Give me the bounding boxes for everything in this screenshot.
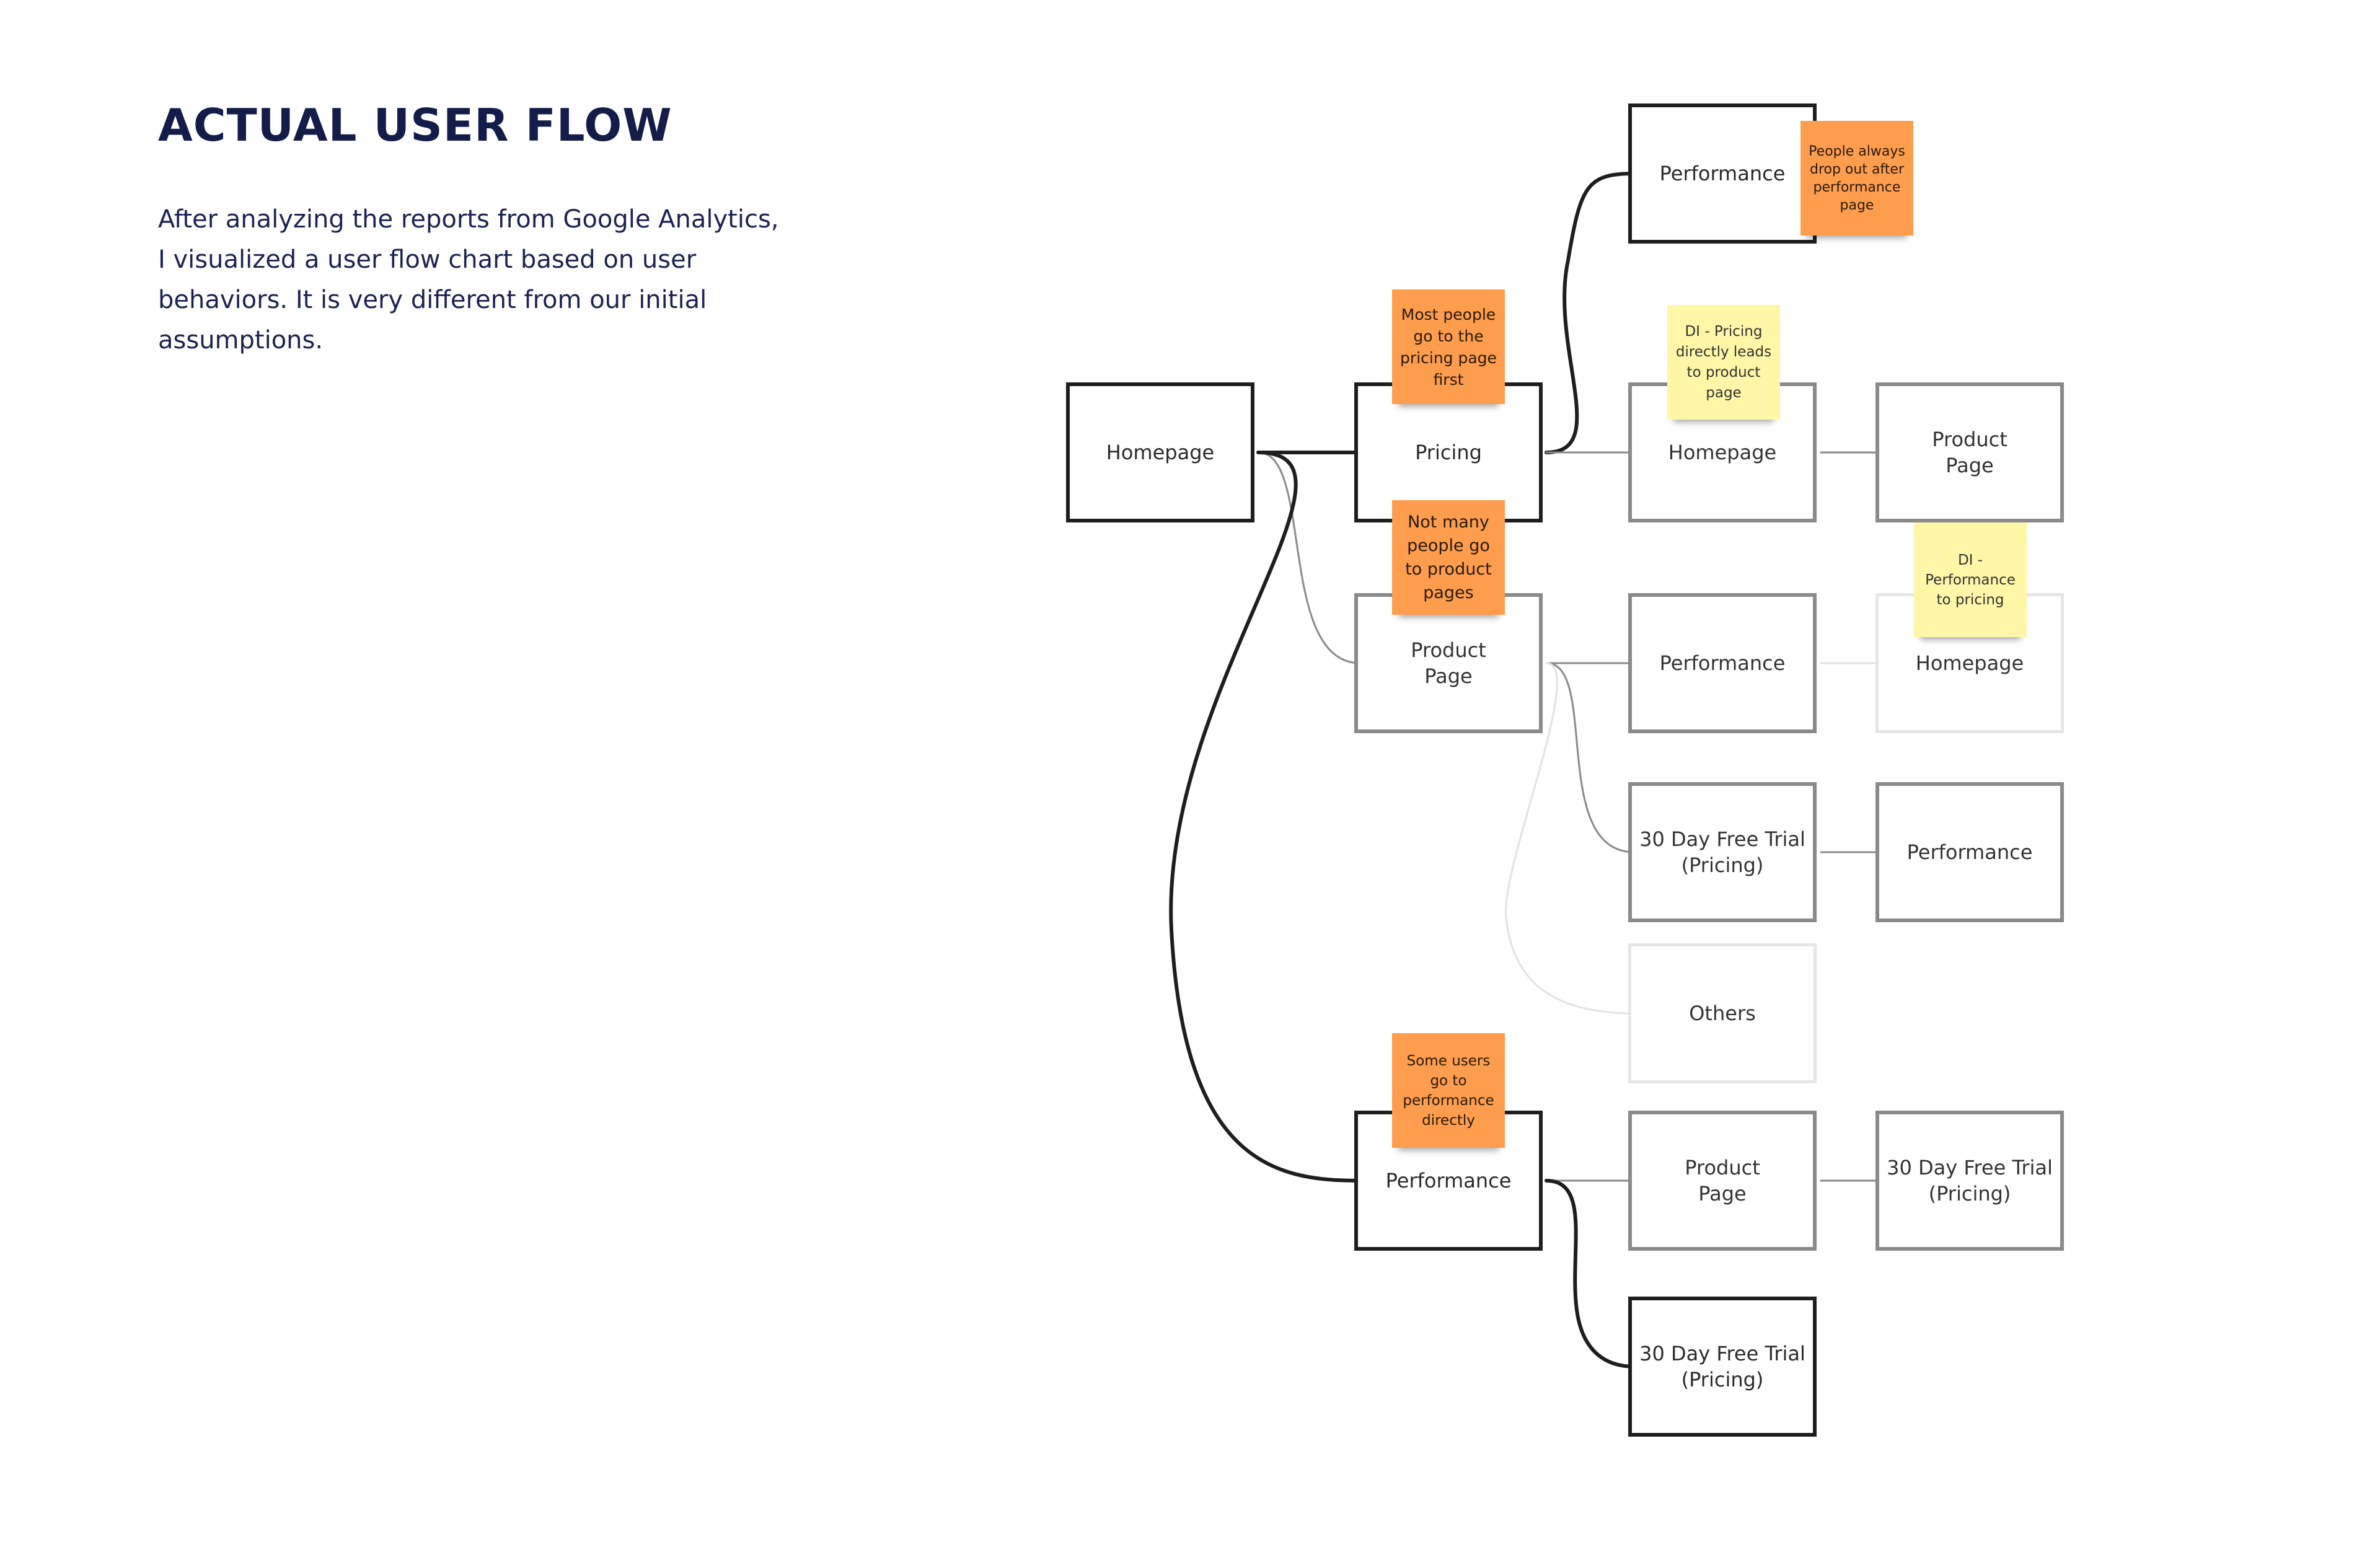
sticky-note-text: Most people go to the pricing page first (1400, 305, 1497, 389)
node-trial-from-product-page: 30 Day Free Trial (Pricing) (1875, 1111, 2064, 1251)
intro-line: behaviors. It is very different from our… (158, 286, 707, 314)
node-label: Product Page (1411, 638, 1486, 688)
sticky-note-few-product: Not many people go to product pages (1392, 500, 1505, 615)
node-others: Others (1628, 943, 1817, 1083)
node-label: Product Page (1685, 1156, 1760, 1205)
node-product-page-from-performance: Product Page (1628, 1111, 1817, 1251)
node-performance-from-product: Performance (1628, 593, 1817, 733)
sticky-note-performance-to-pricing: DI - Performance to pricing (1914, 522, 2027, 637)
sticky-note-pricing-first: Most people go to the pricing page first (1392, 289, 1505, 404)
node-label: Homepage (1915, 651, 2024, 675)
node-label: Performance (1659, 651, 1786, 675)
node-label: Pricing (1415, 441, 1482, 464)
sticky-note-performance-direct: Some users go to performance directly (1392, 1033, 1505, 1148)
node-label: Homepage (1668, 441, 1777, 464)
node-product-page-from-homepage: Product Page (1875, 382, 2064, 522)
edge-homepage-to-product-page (1257, 451, 1362, 666)
intro-line: After analyzing the reports from Google … (158, 205, 779, 234)
page-title: ACTUAL USER FLOW (158, 99, 672, 151)
node-performance-top: Performance (1628, 104, 1817, 244)
node-label: Others (1689, 1002, 1756, 1025)
intro-paragraph: After analyzing the reports from Google … (158, 200, 779, 361)
node-label: Product Page (1932, 428, 2008, 477)
node-label: Performance (1906, 840, 2033, 864)
node-trial-from-performance: 30 Day Free Trial (Pricing) (1628, 1297, 1817, 1437)
edge-pricing-to-performance (1545, 171, 1636, 454)
sticky-note-pricing-to-product: DI - Pricing directly leads to product p… (1667, 305, 1780, 420)
node-label: 30 Day Free Trial (Pricing) (1639, 827, 1805, 877)
edge-homepage-to-performance (1169, 451, 1362, 1183)
node-label: Performance (1385, 1169, 1512, 1192)
node-performance-from-trial: Performance (1875, 782, 2064, 922)
sticky-note-text: DI - Performance to pricing (1925, 552, 2016, 608)
sticky-note-text: Not many people go to product pages (1405, 512, 1492, 602)
intro-line: assumptions. (158, 326, 324, 355)
edge-product-to-trial (1545, 662, 1636, 855)
sticky-note-text: DI - Pricing directly leads to product p… (1675, 323, 1772, 401)
node-label: 30 Day Free Trial (Pricing) (1887, 1156, 2053, 1205)
sticky-note-text: People always drop out after performance… (1809, 143, 1905, 213)
intro-line: I visualized a user flow chart based on … (158, 245, 697, 274)
node-product-page: Product Page (1354, 593, 1543, 733)
edge-performance-to-trial (1545, 1179, 1636, 1369)
sticky-note-text: Some users go to performance directly (1403, 1052, 1494, 1129)
sticky-note-drop-out: People always drop out after performance… (1800, 121, 1913, 236)
edge-product-to-others (1505, 662, 1636, 1016)
node-trial-from-product: 30 Day Free Trial (Pricing) (1628, 782, 1817, 922)
node-label: 30 Day Free Trial (Pricing) (1639, 1342, 1805, 1391)
node-label: Performance (1659, 162, 1786, 185)
node-label: Homepage (1106, 441, 1215, 464)
node-homepage: Homepage (1066, 382, 1254, 522)
